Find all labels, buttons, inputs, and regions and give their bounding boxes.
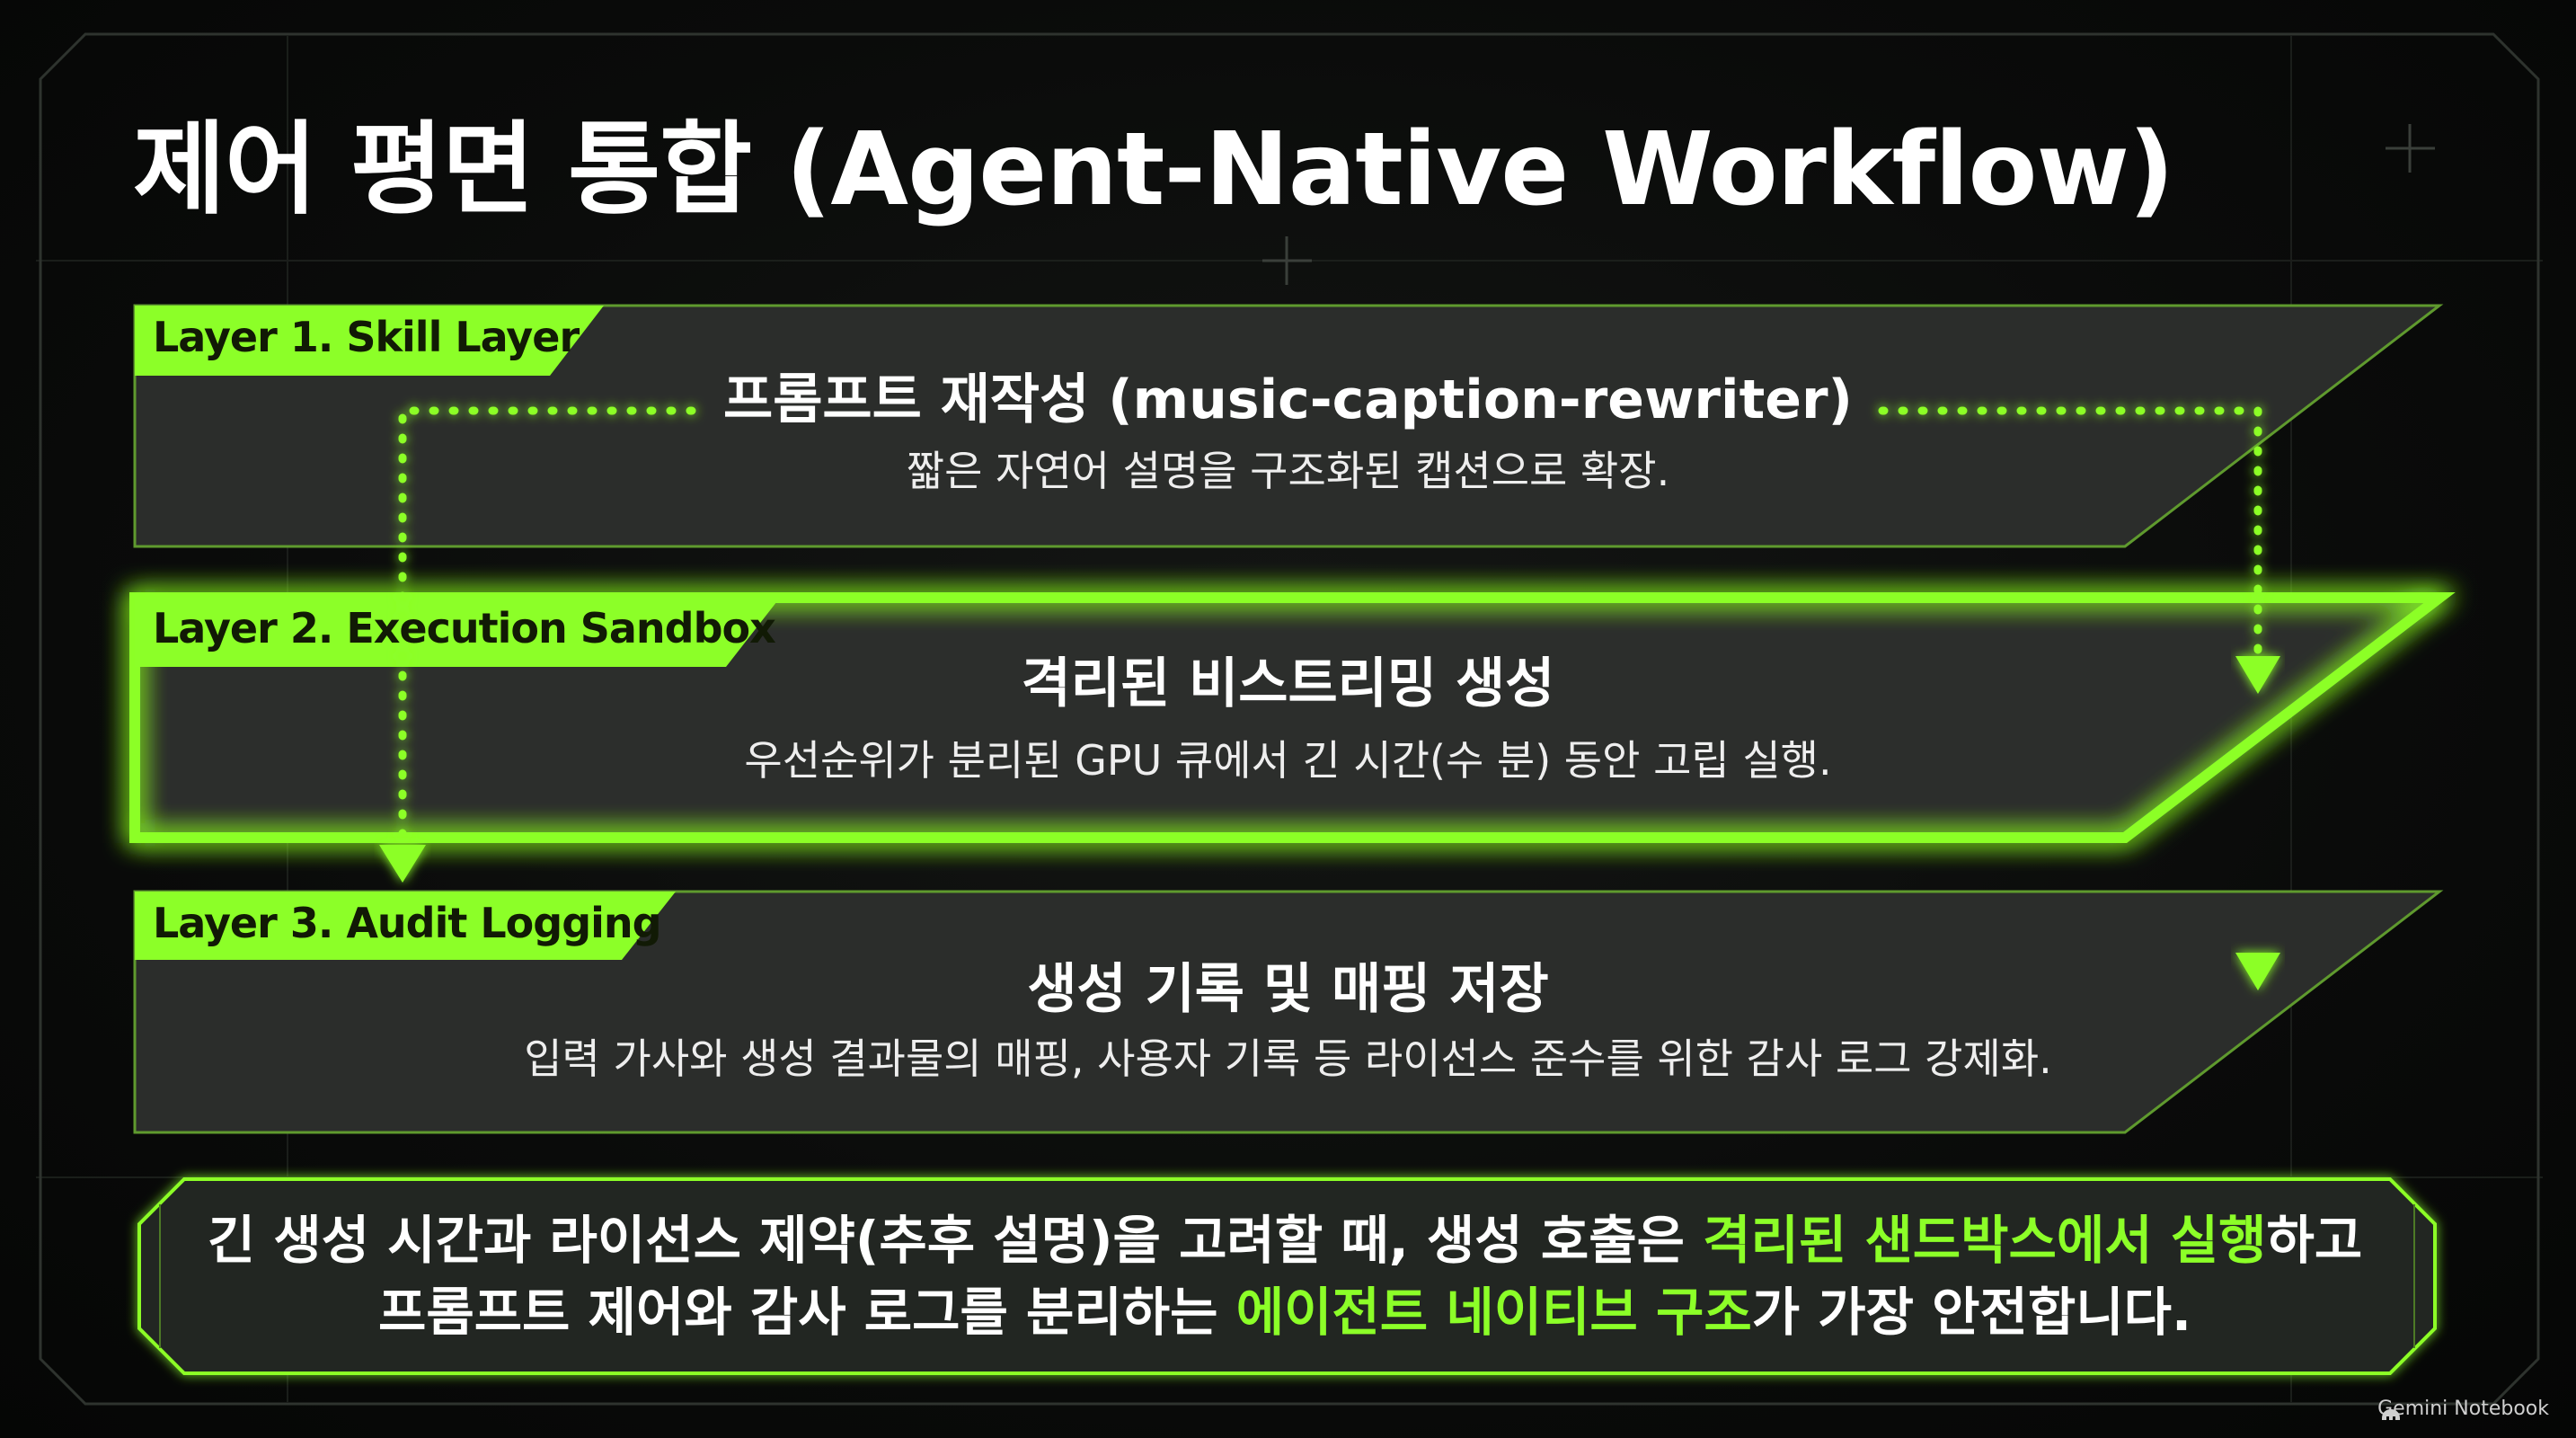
layer-2-tag: Layer 2. Execution Sandbox — [153, 604, 776, 652]
gemini-notebook-badge: Gemini Notebook — [2377, 1398, 2549, 1420]
callout-box-inner-edge — [159, 1204, 2415, 1348]
callout-box — [137, 1177, 2437, 1375]
layer-3-tag: Layer 3. Audit Logging — [153, 899, 662, 947]
layer-3-heading: 생성 기록 및 매핑 저장 — [1027, 958, 1549, 1021]
callout-line-2: 프롬프트 제어와 감사 로그를 분리하는 에이전트 네이티브 구조가 가장 안전… — [135, 1276, 2435, 1348]
arrow-down-right-1-icon — [2235, 656, 2280, 694]
outer-frame — [39, 32, 2540, 1406]
arrow-down-left-icon — [379, 845, 426, 883]
gemini-logo-icon — [2382, 1409, 2400, 1420]
layer-1-tag-shape — [135, 306, 604, 376]
layer-2-tag-shape — [135, 598, 780, 667]
layer-1-tag: Layer 1. Skill Layer — [153, 313, 580, 361]
callout-line-1-text: 긴 생성 시간과 라이선스 제약(추후 설명)을 고려할 때, 생성 호출은 — [207, 1210, 1704, 1271]
callout-line-2-end: 가 가장 안전합니다. — [1751, 1282, 2192, 1343]
flow-connector-left — [379, 406, 696, 883]
layer-1-panel — [133, 304, 2444, 548]
flow-connector-right — [1878, 406, 2280, 990]
callout-highlight-agent-native: 에이전트 네이티브 구조 — [1235, 1282, 1752, 1343]
layer-3-tag-shape — [135, 892, 676, 960]
callout-line-1-end: 하고 — [2266, 1210, 2363, 1271]
layer-2-glow-border — [129, 592, 2456, 843]
layer-2-heading: 격리된 비스트리밍 생성 — [1021, 652, 1555, 715]
callout-line-2-text: 프롬프트 제어와 감사 로그를 분리하는 — [377, 1282, 1236, 1343]
callout-highlight-sandbox: 격리된 샌드박스에서 실행 — [1703, 1210, 2267, 1271]
layer-1-description: 짧은 자연어 설명을 구조화된 캡션으로 확장. — [906, 447, 1670, 495]
layer-3-panel — [133, 890, 2444, 1134]
layer-2-description: 우선순위가 분리된 GPU 큐에서 긴 시간(수 분) 동안 고립 실행. — [744, 736, 1832, 785]
layer-3-description: 입력 가사와 생성 결과물의 매핑, 사용자 기록 등 라이선스 준수를 위한 … — [524, 1034, 2052, 1083]
layer-1-heading: 프롬프트 재작성 (music-caption-rewriter) — [723, 368, 1853, 431]
page-title: 제어 평면 통합 (Agent-Native Workflow) — [133, 111, 2174, 228]
background-crosshair — [1262, 124, 2435, 285]
arrow-down-right-2-icon — [2235, 953, 2280, 990]
callout-line-1: 긴 생성 시간과 라이선스 제약(추후 설명)을 고려할 때, 생성 호출은 격… — [135, 1204, 2435, 1276]
